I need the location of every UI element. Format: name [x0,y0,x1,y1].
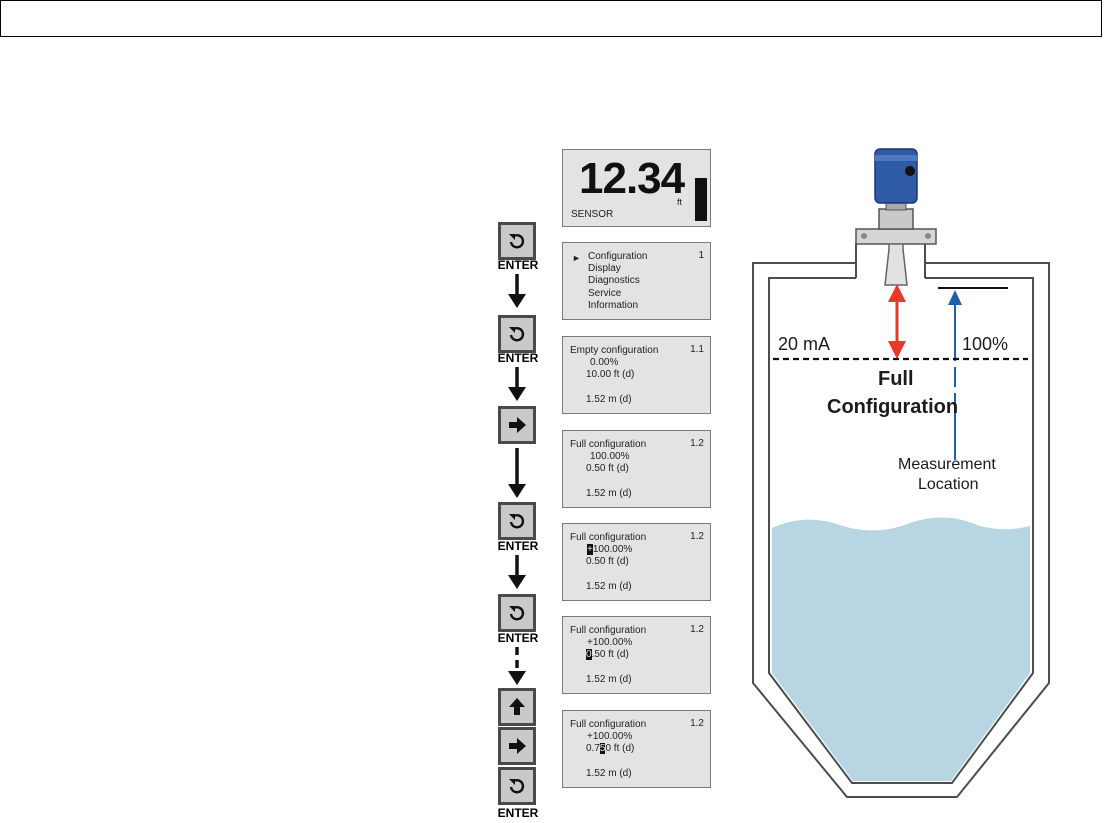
screen-title: Full configuration [570,532,647,543]
percent-label: 100% [962,334,1009,354]
full-label-line1: Full [878,368,914,390]
red-arrow-up-head [888,284,906,302]
sensor-screen: 12.34 ft SENSOR [562,149,711,227]
full-config-screen-1: Full configuration 1.2 100.00% 0.50 ft (… [562,430,711,508]
enter-key-2[interactable] [498,315,536,353]
percent-rest: 100.00% [592,544,633,555]
sensor-unit: ft [677,197,683,207]
screen-number: 1.2 [690,531,704,542]
metric-value: 1.52 m (d) [586,488,632,499]
blue-arrow-head [948,290,962,305]
enter-key-5[interactable] [498,767,536,805]
percent-value: 100.00% [590,451,630,462]
header-box [0,0,1102,37]
rotate-arrow-icon [509,514,525,529]
sensor-housing [874,148,918,204]
rotate-arrow-icon [509,779,525,794]
distance-value: 0.750 ft (d) [586,743,634,755]
sensor-nut [878,208,914,230]
sensor-horn [884,243,908,286]
enter-key-3[interactable] [498,502,536,540]
distance-rest: .50 ft (d) [591,649,629,660]
menu-item-information[interactable]: Information [588,300,639,311]
percent-value: +100.00% [587,637,633,648]
menu-item-display[interactable]: Display [588,263,621,274]
screen-number: 1.2 [690,624,704,635]
screen-title: Empty configuration [570,345,659,356]
distance-value: 0.50 ft (d) [586,649,629,661]
down-arrow-icon [508,367,526,401]
measurement-label-line2: Location [918,476,979,493]
screen-title: Full configuration [570,439,647,450]
sensor-flange [855,228,937,245]
down-arrow-icon [508,448,526,498]
empty-config-screen: Empty configuration 1.1 0.00% 10.00 ft (… [562,336,711,414]
percent-value: 0.00% [590,357,619,368]
distance-value: 0.50 ft (d) [586,463,629,474]
red-arrow-down-head [888,341,906,359]
tank-wall-outer [752,262,1050,798]
percent-value: +100.00% [587,731,633,742]
measurement-label-line1: Measurement [898,456,996,473]
enter-label: ENTER [497,258,539,272]
menu-item-service[interactable]: Service [588,288,622,299]
current-label: 20 mA [778,334,831,354]
tank-diagram [752,148,1050,798]
down-arrow-icon [508,555,526,589]
edit-cursor: 5 [599,743,606,754]
enter-label: ENTER [497,351,539,365]
arrow-right-icon [509,417,526,433]
down-arrow-icon [508,274,526,308]
menu-screen: ► 1 Configuration Display Diagnostics Se… [562,242,711,320]
liquid-body [772,517,1030,781]
right-key-1[interactable] [498,406,536,444]
tank-wall-inner [768,277,1034,784]
menu-selector-icon: ► [572,253,581,263]
arrow-right-icon [509,738,526,754]
screen-number: 1.2 [690,718,704,729]
metric-value: 1.52 m (d) [586,581,632,592]
full-config-screen-3: Full configuration 1.2 +100.00% 0.50 ft … [562,616,711,694]
sensor-label: SENSOR [571,209,614,220]
screen-number: 1.2 [690,438,704,449]
distance-pre: 0.7 [586,743,600,754]
dashed-down-arrow-icon [508,647,526,685]
screen-number: 1.1 [690,344,704,355]
edit-cursor: 0 [586,649,592,660]
full-config-screen-4: Full configuration 1.2 +100.00% 0.750 ft… [562,710,711,788]
distance-value: 0.50 ft (d) [586,556,629,567]
metric-value: 1.52 m (d) [586,768,632,779]
arrow-up-icon [509,698,525,715]
distance-value: 10.00 ft (d) [586,369,635,380]
menu-item-configuration[interactable]: Configuration [588,251,648,262]
menu-item-diagnostics[interactable]: Diagnostics [588,275,640,286]
metric-value: 1.52 m (d) [586,674,632,685]
enter-key-4[interactable] [498,594,536,632]
edit-cursor: + [587,544,593,555]
level-bar [695,178,707,221]
metric-value: 1.52 m (d) [586,394,632,405]
sensor-value: 12.34 [579,154,685,203]
rotate-arrow-icon [509,327,525,342]
distance-rest: 0 ft (d) [605,743,635,754]
enter-label: ENTER [497,631,539,645]
enter-key-1[interactable] [498,222,536,260]
full-config-screen-2: Full configuration 1.2 +100.00% 0.50 ft … [562,523,711,601]
enter-label: ENTER [497,806,539,820]
enter-label: ENTER [497,539,539,553]
rotate-arrow-icon [509,234,525,249]
right-key-2[interactable] [498,727,536,765]
rotate-arrow-icon [509,606,525,621]
up-key[interactable] [498,688,536,726]
percent-value: +100.00% [587,544,632,556]
screen-title: Full configuration [570,625,647,636]
menu-number: 1 [698,250,704,261]
screen-title: Full configuration [570,719,647,730]
full-label-line2: Configuration [827,396,959,418]
